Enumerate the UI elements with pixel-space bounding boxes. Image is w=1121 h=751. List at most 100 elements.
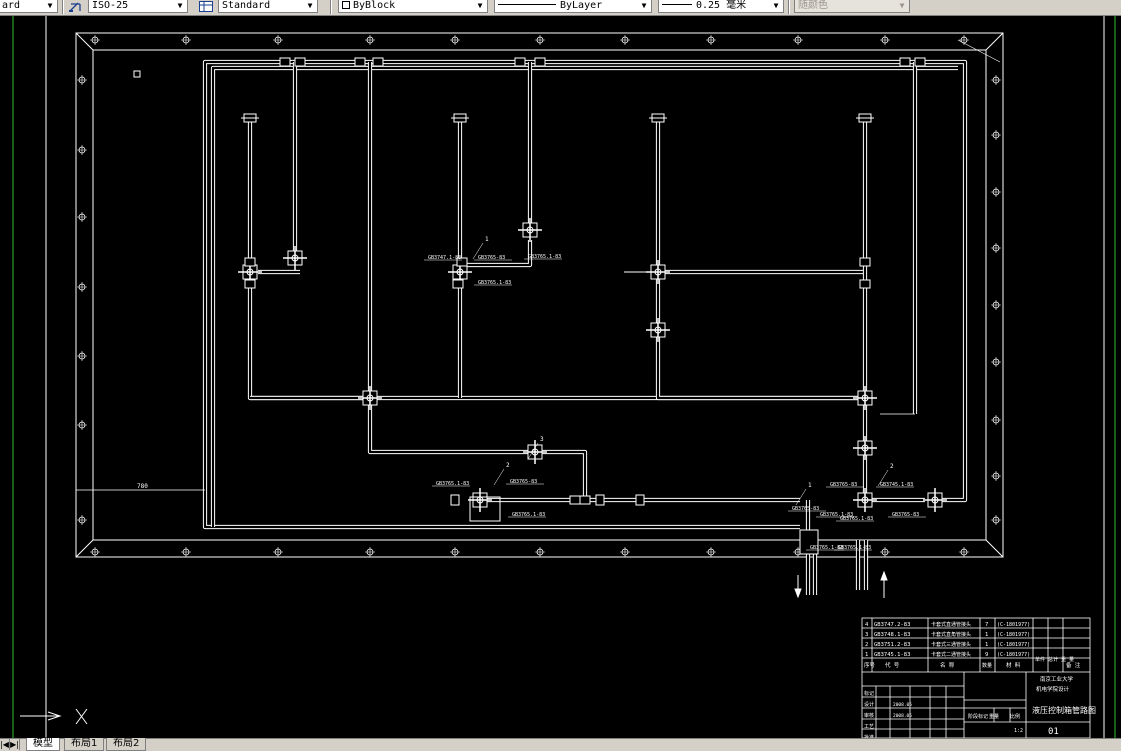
- bolt-hole-crosshair: [991, 300, 1001, 310]
- tee-fitting-outline: [469, 496, 501, 522]
- union-fitting: [279, 57, 291, 67]
- color-dropdown[interactable]: ByBlock ▼: [338, 0, 488, 13]
- bom-qty: 1: [985, 642, 988, 648]
- union-fitting: [859, 257, 871, 267]
- text-style-dropdown[interactable]: ard ▼: [0, 0, 58, 13]
- part-label: GB3765.1-83: [840, 516, 873, 522]
- bom-header-weight: 单件 总计 重 量: [1035, 656, 1074, 663]
- cross-fitting-center: [931, 496, 939, 504]
- layout-tab-bar: |◀ ▶| 模型 布局1 布局2: [0, 738, 1121, 751]
- bolt-hole-crosshair: [77, 212, 87, 222]
- table-style-icon[interactable]: [198, 0, 214, 13]
- tab-model[interactable]: 模型: [26, 738, 60, 751]
- cross-fitting-nut: [853, 436, 877, 460]
- bom-name: 卡套式二通管接头: [931, 651, 971, 658]
- dimension-style-dropdown[interactable]: ISO-25 ▼: [88, 0, 188, 13]
- part-label: GB3765.1-83: [528, 254, 561, 260]
- callout-number: 2: [506, 462, 510, 469]
- linetype-value: ByLayer: [560, 0, 603, 11]
- union-fitting: [914, 57, 926, 67]
- tab-layout2[interactable]: 布局2: [106, 738, 147, 751]
- bom-header-name: 名 称: [940, 661, 955, 669]
- pipe-fittings: [238, 39, 1001, 555]
- part-label: GB3765-83: [892, 512, 919, 518]
- pipe-bore: [203, 490, 800, 529]
- bom-name: 卡套式三通管接头: [931, 641, 971, 648]
- union-fitting: [244, 279, 256, 289]
- plot-style-dropdown[interactable]: 随颜色 ▼: [794, 0, 910, 13]
- chevron-down-icon: ▼: [773, 1, 779, 10]
- color-swatch: [342, 1, 350, 9]
- department-name: 机电学院设计: [1036, 685, 1070, 693]
- bolt-hole-crosshair: [77, 145, 87, 155]
- drawing-number: 01: [1048, 727, 1059, 737]
- pipe-segment: [462, 240, 533, 268]
- bolt-hole-crosshair: [77, 515, 87, 525]
- cross-fitting-center: [654, 326, 662, 334]
- bom-no: 2: [865, 642, 868, 648]
- bolt-hole-crosshair: [535, 547, 545, 557]
- stage-label: 阶段标记: [968, 713, 988, 720]
- part-label: GB3765.1-83: [838, 545, 871, 551]
- ucs-icon: [20, 708, 88, 725]
- union-fitting: [595, 494, 605, 506]
- cross-fitting-nut: [646, 318, 670, 342]
- pipe-segment: [655, 118, 865, 401]
- linetype-dropdown[interactable]: ByLayer ▼: [494, 0, 652, 13]
- cross-fitting-nut: [358, 386, 382, 410]
- chevron-down-icon: ▼: [47, 1, 53, 10]
- bom-name: 卡套式直角管接头: [931, 631, 971, 638]
- dimension-style-icon[interactable]: [68, 0, 84, 13]
- callout-leader: [472, 242, 484, 260]
- callout-leader: [527, 442, 539, 460]
- cross-fitting-center: [861, 444, 869, 452]
- bom-code: GB3751.2-83: [874, 642, 910, 648]
- union-fitting: [456, 257, 468, 267]
- union-fitting: [635, 494, 645, 506]
- bolt-hole-crosshair: [991, 471, 1001, 481]
- cross-fitting-nut: [853, 386, 877, 410]
- signature-row-label: 批准: [864, 734, 874, 738]
- part-label: GB3765-83: [478, 255, 505, 261]
- prev-tab-icon[interactable]: ▶|: [10, 739, 20, 750]
- bolt-hole-crosshair: [365, 547, 375, 557]
- bolt-hole-crosshair: [991, 187, 1001, 197]
- cross-fitting-nut: [523, 440, 547, 464]
- pipe-bore: [203, 60, 967, 502]
- first-tab-icon[interactable]: |◀: [0, 739, 10, 750]
- callout-leader: [877, 469, 889, 487]
- chevron-down-icon: ▼: [641, 1, 647, 10]
- school-name: 南京工业大学: [1040, 675, 1074, 683]
- bolt-hole-crosshair: [535, 35, 545, 45]
- bom-material: (C-1801977): [997, 622, 1030, 628]
- bolt-hole-crosshair: [793, 35, 803, 45]
- table-style-dropdown[interactable]: Standard ▼: [218, 0, 318, 13]
- union-fitting: [294, 57, 306, 67]
- bom-name: 卡套式直通管接头: [931, 621, 971, 628]
- point-marker: [133, 70, 141, 78]
- union-fitting: [372, 57, 384, 67]
- callout-number: 3: [540, 436, 544, 443]
- bom-no: 4: [865, 622, 869, 628]
- bolt-holes: [77, 35, 1001, 557]
- bolt-hole-crosshair: [450, 547, 460, 557]
- title-block: [861, 617, 1091, 738]
- scale-value: 1:2: [1014, 728, 1023, 734]
- bolt-hole-crosshair: [706, 35, 716, 45]
- lineweight-dropdown[interactable]: 0.25 毫米 ▼: [658, 0, 784, 13]
- tab-layout1[interactable]: 布局1: [64, 738, 105, 751]
- table-style-value: Standard: [222, 0, 271, 11]
- properties-toolbar: ard ▼ ISO-25 ▼ Standard ▼ ByBlock ▼ ByLa…: [0, 0, 1121, 16]
- toolbar-divider: [330, 0, 332, 14]
- bom-no: 1: [865, 652, 868, 658]
- bom-material: (C-1801977): [997, 632, 1030, 638]
- bom-material: (C-1801977): [997, 652, 1030, 658]
- chevron-down-icon: ▼: [477, 1, 483, 10]
- bolt-hole-crosshair: [991, 243, 1001, 253]
- cross-fitting-nut: [468, 488, 492, 512]
- bom-code: GB3748.1-83: [874, 632, 910, 638]
- chevron-down-icon: ▼: [307, 1, 313, 10]
- flow-arrows: [794, 570, 888, 599]
